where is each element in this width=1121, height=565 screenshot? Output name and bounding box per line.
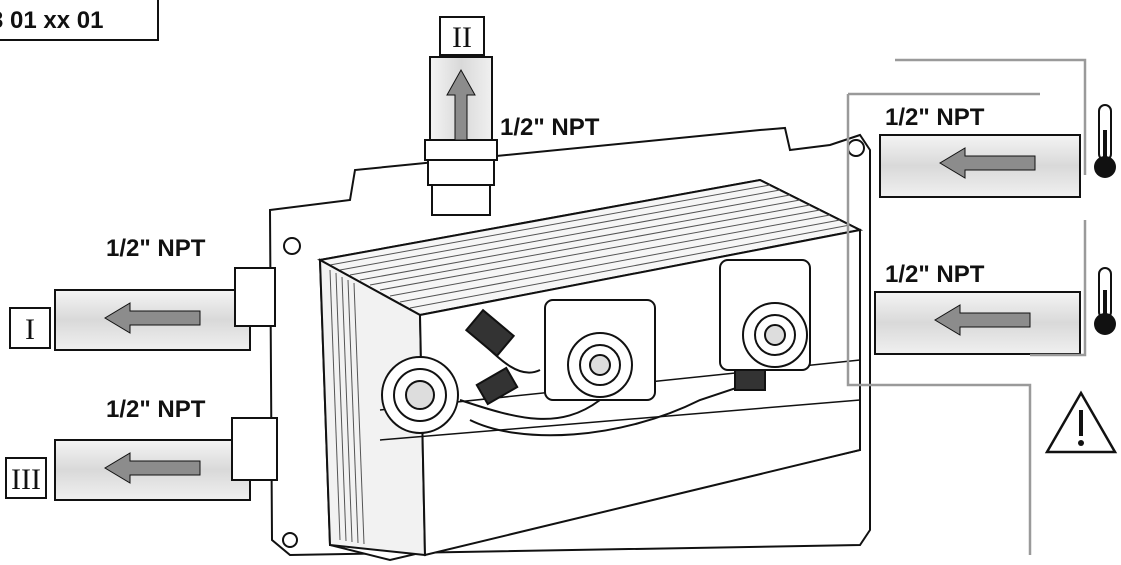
internal-hoses [459, 308, 766, 437]
valve-cartridge-left [381, 356, 459, 434]
pipe-left-lower [54, 417, 278, 501]
marker-box-left-upper: I [9, 307, 51, 349]
marker-box-top: II [439, 16, 485, 56]
pipe-right-upper [879, 134, 1081, 198]
part-number-box: 3 01 xx 01 [0, 0, 159, 41]
valve-cartridge-right [719, 259, 811, 371]
marker-I: I [25, 313, 35, 346]
callout-bracket [846, 58, 1087, 555]
marker-III: III [11, 463, 41, 496]
valve-cartridge-center [544, 299, 656, 401]
marker-II: II [452, 21, 472, 54]
pipe-top [424, 56, 498, 216]
label-right-lower-npt: 1/2" NPT [885, 261, 985, 288]
label-left-lower-npt: 1/2" NPT [106, 396, 206, 423]
thermometer-icon [1094, 267, 1116, 335]
part-number: 3 01 xx 01 [0, 7, 103, 34]
warning-triangle-icon [1044, 390, 1118, 454]
thermometer-icon [1094, 104, 1116, 178]
marker-box-left-lower: III [5, 457, 47, 499]
label-left-upper-npt: 1/2" NPT [106, 235, 206, 262]
label-right-upper-npt: 1/2" NPT [885, 104, 985, 131]
pipe-right-lower [874, 291, 1081, 355]
label-top-npt: 1/2" NPT [500, 114, 600, 141]
pipe-left-upper [54, 267, 276, 351]
